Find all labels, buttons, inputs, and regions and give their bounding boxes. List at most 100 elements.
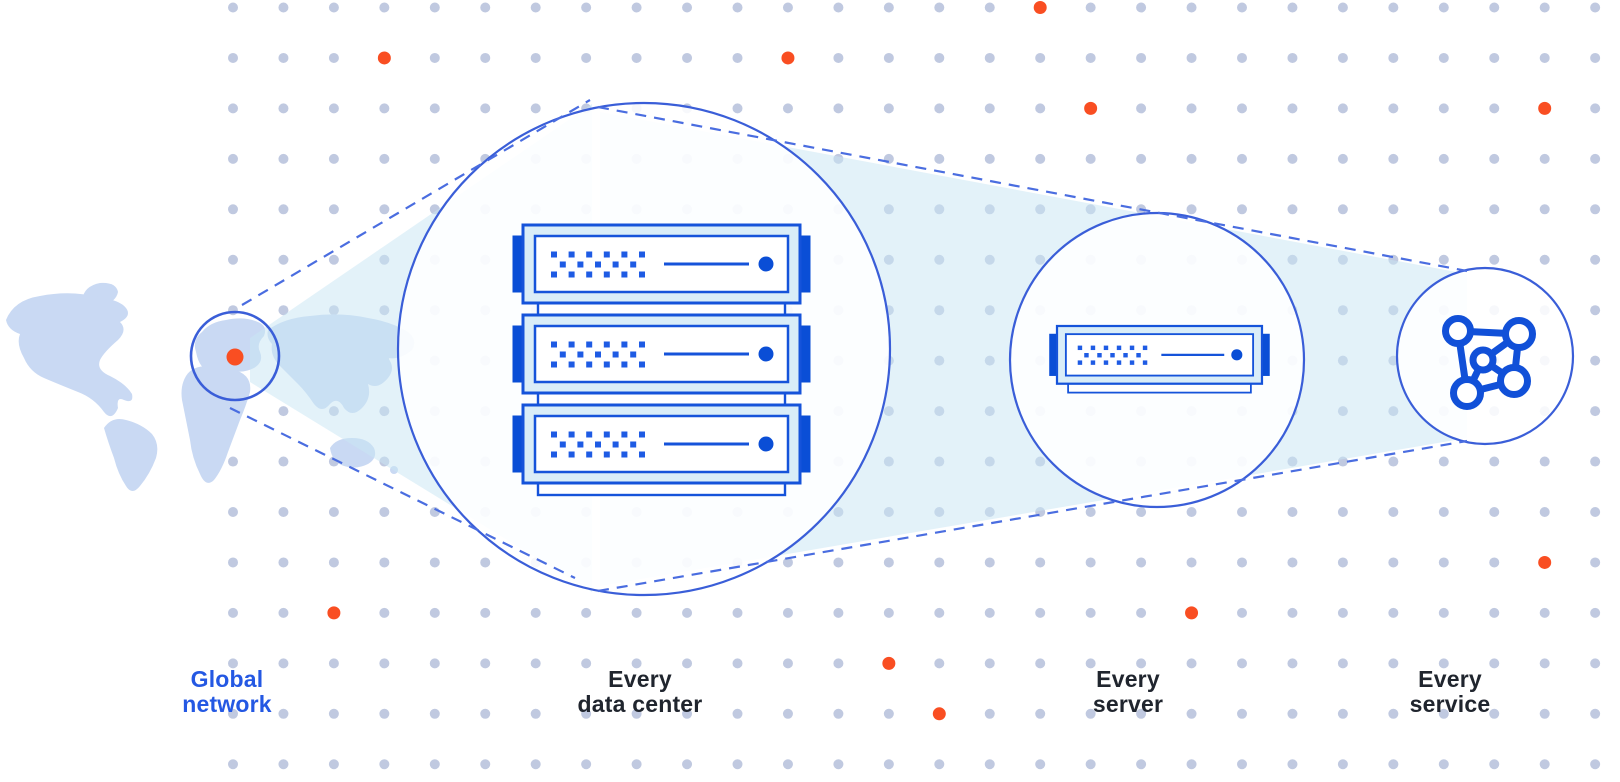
grid-dot [1489,759,1500,770]
grid-dot [1136,557,1147,568]
vent-square [1097,353,1102,358]
vent-square [621,431,628,438]
grid-dot [732,708,743,719]
grid-dot [631,658,642,669]
stage-label-line: network [182,691,272,717]
grid-dot [782,557,793,568]
grid-dot [1489,254,1500,265]
grid-dot [328,52,339,63]
grid-dot [228,153,238,164]
grid-dot [581,759,592,770]
vent-square [621,451,628,458]
accent-dot [377,51,391,65]
grid-dot [1539,153,1550,164]
vent-square [595,261,601,268]
grid-dot [682,658,693,669]
grid-dot [328,759,339,770]
stage-label-data-center: Every data center [578,667,703,717]
vent-square [568,431,575,438]
vent-square [639,271,645,278]
grid-dot [1438,607,1449,618]
grid-dot [1590,52,1601,63]
vent-square [603,251,610,258]
vent-square [639,341,645,348]
grid-dot [429,607,440,618]
grid-dot [1590,507,1601,517]
grid-dot [1590,759,1601,770]
vent-square [621,251,628,258]
grid-dot [1035,103,1046,114]
grid-dot [1035,153,1046,164]
grid-dot [631,52,642,63]
vent-square [630,351,637,358]
grid-dot [1337,557,1348,568]
vent-square [586,431,593,438]
grid-dot [228,759,238,770]
server-side-tab [512,235,524,293]
grid-dot [934,52,945,63]
grid-dot [631,759,642,770]
grid-dot [530,52,541,63]
grid-dot [1337,52,1348,63]
single-server-icon [1049,324,1270,394]
grid-dot [833,52,844,63]
grid-dot [328,153,339,164]
grid-dot [1337,204,1348,215]
grid-dot [379,759,390,770]
stage-label-line: Every [1418,666,1482,692]
grid-dot [228,557,238,568]
grid-dot [278,2,289,13]
grid-dot [1590,153,1601,164]
grid-dot [1035,708,1046,719]
grid-dot [480,557,491,568]
mesh-node [1502,317,1536,351]
grid-dot [833,557,844,568]
grid-dot [1136,2,1147,13]
vent-square [1084,353,1089,358]
grid-dot [1287,708,1298,719]
grid-dot [1388,607,1399,618]
grid-dot [379,507,390,517]
grid-dot [1136,607,1147,618]
grid-dot [984,103,995,114]
grid-dot [278,52,289,63]
grid-dot [1489,456,1500,467]
grid-dot [1489,103,1500,114]
vent-square [568,451,575,458]
grid-dot [883,759,894,770]
vent-square [1103,345,1109,351]
grid-dot [1337,153,1348,164]
grid-dot [278,204,289,215]
grid-dot [1590,103,1601,114]
vent-square [551,271,557,278]
grid-dot [1539,708,1550,719]
vent-square [1077,345,1083,351]
vent-square [1103,360,1109,365]
grid-dot [379,557,390,568]
grid-dot [1136,153,1147,164]
grid-dot [429,658,440,669]
grid-dot [883,2,894,13]
grid-dot [1237,2,1247,13]
accent-dot [882,656,896,670]
grid-dot [1186,557,1197,568]
grid-dot [228,204,238,215]
grid-dot [530,2,541,13]
vent-square [551,451,557,458]
mesh-node [1450,376,1484,410]
vent-square [639,431,645,438]
grid-dot [278,254,289,265]
grid-dot [480,708,491,719]
grid-dot [379,103,390,114]
grid-dot [1136,103,1147,114]
server-face [533,234,790,294]
grid-dot [934,557,945,568]
grid-dot [278,607,289,618]
grid-dot [581,658,592,669]
server-unit-graphic [512,313,811,407]
grid-dot [278,456,289,467]
grid-dot [1388,557,1399,568]
grid-dot [1489,153,1500,164]
grid-dot [1590,607,1601,618]
